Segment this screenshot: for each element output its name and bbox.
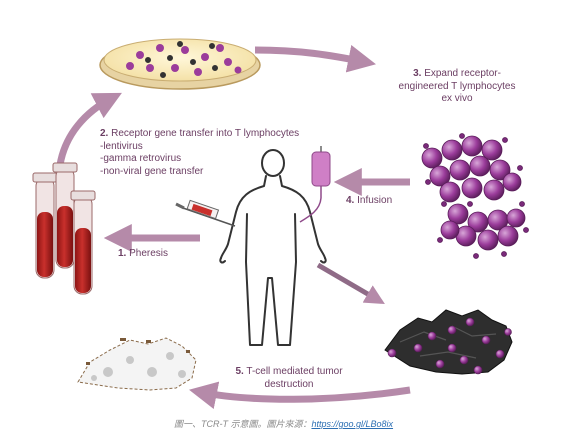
step2-item-non-viral: -non-viral gene transfer: [100, 165, 204, 177]
human-figure: [219, 149, 327, 346]
arrow-tumor-to-destroyed: [189, 381, 411, 410]
blood-tubes: [32, 162, 96, 295]
petri-dish: [99, 38, 261, 90]
step2-item-gamma-retrovirus: -gamma retrovirus: [100, 153, 182, 164]
figure-caption: 圖一、TCR-T 示意圖。圖片來源：https://goo.gl/LBo8ix: [0, 410, 567, 439]
step4-number: 4.: [346, 195, 355, 206]
step2-title: Receptor gene transfer into T lymphocyte…: [111, 128, 300, 139]
step2-item-lentivirus: -lentivirus: [100, 140, 143, 152]
step4-label: 4. Infusion: [346, 195, 392, 208]
destroyed-tumor: [77, 337, 197, 391]
caption-source-link[interactable]: https://goo.gl/LBo8ix: [311, 419, 394, 429]
step2-number: 2.: [100, 128, 109, 139]
step4-text: Infusion: [357, 195, 393, 206]
arrow-dish-to-expand: [254, 44, 376, 73]
step1-number: 1.: [118, 248, 127, 259]
step2-label: 2. Receptor gene transfer into T lymphoc…: [100, 128, 299, 178]
tcr-t-diagram: 2. Receptor gene transfer into T lymphoc…: [32, 38, 532, 410]
t-cell-cluster: [421, 133, 529, 259]
arrow-tubes-to-dish: [56, 92, 122, 166]
step5-label: 5. T-cell mediated tumor destruction: [224, 366, 354, 391]
tumor: [384, 309, 513, 375]
step1-label: 1. Pheresis: [118, 248, 168, 261]
step5-number: 5.: [235, 366, 244, 377]
arrow-to-tumor: [316, 262, 385, 305]
step3-line3: ex vivo: [441, 93, 473, 104]
step3-number: 3.: [413, 68, 422, 79]
step5-line1: T-cell mediated tumor: [246, 366, 343, 377]
syringe: [175, 199, 236, 227]
caption-text: 圖一、TCR-T 示意圖。圖片來源：: [173, 419, 312, 429]
step1-text: Pheresis: [129, 248, 169, 259]
step3-label: 3. Expand receptor- engineered T lymphoc…: [382, 68, 532, 106]
step5-line2: destruction: [264, 378, 314, 390]
infusion-bag: [299, 146, 331, 223]
step3-line2: engineered T lymphocytes: [398, 80, 516, 92]
step3-line1: Expand receptor-: [424, 68, 501, 79]
diagram-graphics: [32, 38, 529, 410]
